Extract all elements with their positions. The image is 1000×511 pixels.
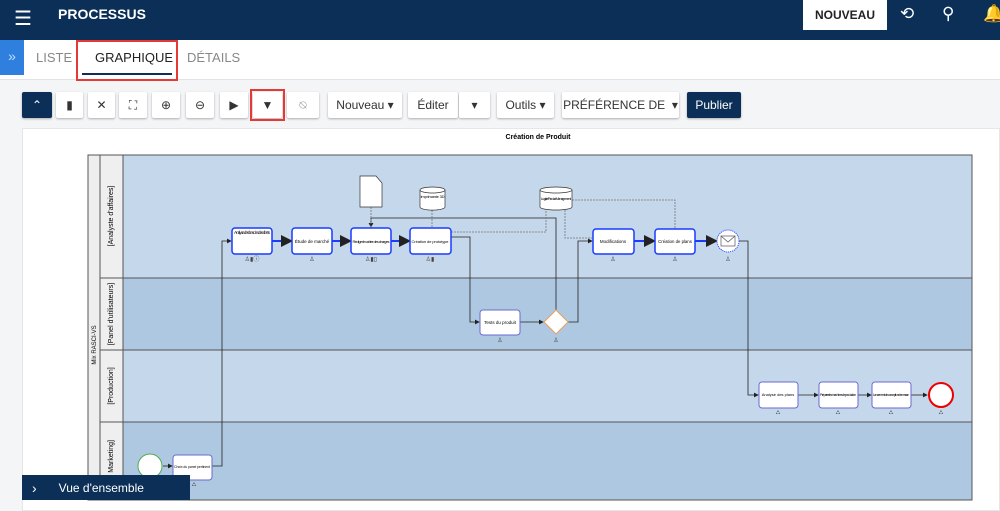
- collapse-button[interactable]: ⌃: [22, 92, 52, 118]
- lane-panel: [122, 277, 973, 351]
- new-button[interactable]: NOUVEAU: [803, 0, 887, 30]
- task-etude-marche[interactable]: [291, 227, 333, 255]
- play-icon[interactable]: ▶: [220, 92, 248, 118]
- history-icon[interactable]: ⟲: [900, 4, 915, 23]
- org-icon: ⛼: [192, 481, 197, 488]
- tab-details[interactable]: DÉTAILS: [187, 50, 241, 65]
- preference-label: PRÉFÉRENCE DE: [563, 98, 666, 112]
- preference-dropdown[interactable]: PRÉFÉRENCE DE ▾: [562, 92, 679, 118]
- task-label: Tests du produit: [484, 320, 517, 325]
- fit-icon[interactable]: ✕: [88, 92, 115, 118]
- tab-liste[interactable]: LISTE: [36, 50, 73, 65]
- task-label: Préparer les machines de production: [820, 393, 856, 397]
- editer-dropdown-caret[interactable]: ▾: [459, 92, 490, 118]
- diagram-title: Création de Produit: [506, 134, 572, 141]
- task-label: Lancement de conception de masse: [873, 393, 909, 397]
- user-icon: ♙▮▯: [365, 256, 377, 263]
- lane-label: [Service Marketing]: [108, 440, 115, 500]
- document-icon[interactable]: ▮: [56, 92, 83, 118]
- task-label: Création de plans: [658, 239, 692, 244]
- org-icon: ⛼: [836, 409, 841, 416]
- overview-label: Vue d'ensemble: [58, 480, 144, 495]
- filter-icon[interactable]: ▼: [253, 92, 282, 118]
- lane-analyste: [122, 154, 973, 279]
- document-artifact[interactable]: [359, 175, 383, 208]
- highlight-box: [76, 40, 178, 81]
- task-label: Rédiger le cahier des charges: [353, 239, 390, 244]
- sequence-flows: [163, 199, 928, 469]
- task-tests[interactable]: [479, 309, 521, 336]
- envelope-icon: [720, 235, 736, 247]
- user-icon: ♙: [610, 256, 615, 263]
- user-icon: ♙▮ⓘ: [245, 255, 260, 263]
- lane-marketing: [122, 421, 973, 501]
- end-event[interactable]: [928, 382, 954, 408]
- task-analyse-besoins[interactable]: [231, 227, 273, 255]
- fullscreen-icon[interactable]: ⛶: [119, 92, 147, 118]
- task-rediger[interactable]: [350, 227, 392, 255]
- data-store-label: Logiciel Product Management: [541, 197, 572, 201]
- zoom-in-icon[interactable]: ⊕: [152, 92, 180, 118]
- task-label: Analyse des plans: [762, 392, 794, 397]
- task-label: Modifications: [600, 239, 627, 244]
- nouveau-label: Nouveau: [336, 98, 385, 112]
- task-preparer[interactable]: [818, 381, 859, 409]
- task-label: Analyse des besoins des clients: [234, 230, 271, 235]
- page-title: PROCESSUS: [58, 6, 146, 22]
- zoom-out-icon[interactable]: ⊖: [186, 92, 214, 118]
- bell-icon[interactable]: 🔔: [983, 4, 1000, 23]
- org-icon: ⛼: [776, 409, 781, 416]
- role-icons: ♙▮ⓘ ♙ ♙▮▯ ♙▮ ♙ ♙ ♙ ♙ ♙ ⛼ ⛼ ⛼ ⛼ ⛼: [192, 255, 944, 488]
- task-label: Étude de marché: [295, 238, 330, 244]
- data-store-logiciel[interactable]: Logiciel Product Management: [539, 186, 573, 211]
- task-analyse-plans[interactable]: [758, 381, 799, 409]
- task-creation-prototype[interactable]: [409, 227, 452, 255]
- nouveau-dropdown[interactable]: Nouveau ▾: [328, 92, 402, 118]
- task-label: Création de prototype: [412, 239, 450, 244]
- bell-off-icon[interactable]: ⍉: [287, 92, 319, 118]
- lanes: [Analyste d'affaires] [Panel d'utilisate…: [99, 154, 973, 501]
- data-store-imprimante[interactable]: Imprimante 3D: [419, 186, 446, 211]
- tasks[interactable]: Analyse des besoins des clients Étude de…: [172, 227, 912, 481]
- task-lancement[interactable]: [871, 381, 912, 409]
- chevron-right-icon: ›: [32, 479, 37, 496]
- lane-label: [Panel d'utilisateurs]: [108, 283, 115, 345]
- user-icon: ♙: [672, 256, 677, 263]
- publish-button[interactable]: Publier: [687, 92, 741, 118]
- overview-toggle[interactable]: › Vue d'ensemble: [22, 475, 190, 500]
- user-icon: ♙: [309, 256, 314, 263]
- user-icon: ♙▮: [426, 256, 435, 263]
- task-label: Choix du panel pertinent: [174, 465, 210, 469]
- editer-button[interactable]: Éditer: [408, 92, 458, 118]
- highlight-box: [250, 89, 285, 121]
- user-icon: ♙: [725, 256, 730, 263]
- app-header: ☰ PROCESSUS NOUVEAU ⟲ ⚲ 🔔: [0, 0, 1000, 40]
- active-tab-indicator: [82, 73, 172, 75]
- lane-label: [Analyste d'affaires]: [108, 186, 115, 247]
- task-choix-panel[interactable]: [172, 454, 213, 481]
- tab-bar: » LISTE GRAPHIQUE DÉTAILS: [0, 40, 1000, 80]
- data-store-label: Imprimante 3D: [421, 194, 445, 199]
- pool-label: Mix RASCI-VS: [92, 325, 98, 364]
- task-modifications[interactable]: [592, 228, 635, 255]
- menu-icon[interactable]: ☰: [14, 8, 32, 30]
- task-creation-plans[interactable]: [654, 228, 696, 255]
- gateway[interactable]: [543, 309, 569, 335]
- tab-graphique[interactable]: GRAPHIQUE: [95, 50, 174, 65]
- org-icon: ⛼: [889, 409, 894, 416]
- org-icon: ⛼: [939, 409, 944, 416]
- user-icon: ♙: [497, 337, 502, 344]
- search-icon[interactable]: ⚲: [942, 4, 955, 23]
- outils-dropdown[interactable]: Outils ▾: [497, 92, 554, 118]
- expand-sidebar-icon[interactable]: »: [0, 40, 24, 75]
- outils-label: Outils: [505, 98, 537, 112]
- lane-label: [Production]: [108, 367, 115, 404]
- user-icon: ♙: [553, 337, 558, 344]
